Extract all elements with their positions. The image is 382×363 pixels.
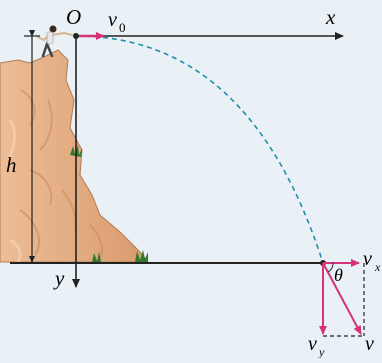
angle-label: θ [334, 265, 343, 285]
velocity-components [319, 259, 365, 337]
vy-label: v y [308, 333, 325, 359]
v0-label: v 0 [108, 9, 126, 35]
vx-label: v x [363, 248, 381, 274]
vx-subscript: x [374, 260, 381, 274]
y-axis-label: y [53, 266, 65, 290]
height-label: h [6, 153, 17, 177]
angle-arc [327, 262, 334, 273]
resultant-velocity-arrow [322, 262, 362, 335]
vy-subscript: y [318, 345, 325, 358]
thrower-figure [37, 25, 73, 58]
resultant-velocity-label: v [365, 333, 374, 355]
vy-base: v [308, 333, 317, 355]
v0-subscript: 0 [119, 20, 126, 35]
grass-tuft-bottom-right [135, 250, 148, 262]
origin-label: O [66, 5, 81, 29]
height-dimension [24, 30, 40, 263]
x-axis-label: x [325, 5, 336, 29]
trajectory-path [75, 35, 324, 264]
grass-tuft-bottom-left [92, 252, 101, 262]
v0-base: v [108, 9, 117, 31]
vx-base: v [363, 248, 372, 270]
origin-point [73, 33, 79, 39]
cliff [0, 49, 150, 263]
